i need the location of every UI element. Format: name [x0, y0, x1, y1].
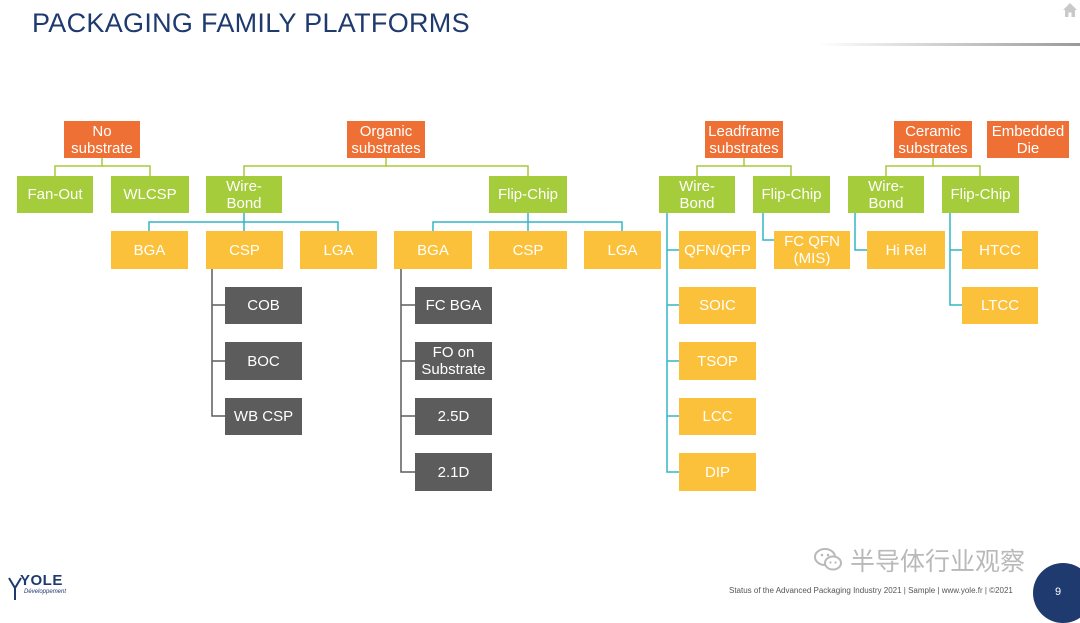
- wlcsp-node: WLCSP: [111, 176, 189, 213]
- slide: PACKAGING FAMILY PLATFORMS: [6, 2, 1080, 623]
- organic-wire-bond-node: Wire- Bond: [206, 176, 282, 213]
- ceramic-substrates-node: Ceramic substrates: [894, 121, 972, 158]
- watermark-text: 半导体行业观察: [850, 547, 1026, 576]
- organic-fc-bga-node: BGA: [394, 231, 472, 269]
- boc-node: BOC: [225, 342, 302, 380]
- yole-logo: YOLE Développement: [6, 570, 96, 604]
- qfn-qfp-node: QFN/QFP: [679, 231, 756, 269]
- wechat-icon: [814, 548, 842, 571]
- organic-fc-csp-node: CSP: [489, 231, 567, 269]
- fan-out-node: Fan-Out: [17, 176, 93, 213]
- leadframe-substrates-node: Leadframe substrates: [705, 121, 783, 158]
- organic-flip-chip-node: Flip-Chip: [489, 176, 567, 213]
- footer-text: Status of the Advanced Packaging Industr…: [729, 586, 1013, 595]
- organic-substrates-node: Organic substrates: [347, 121, 425, 158]
- organic-wb-lga-node: LGA: [300, 231, 377, 269]
- leadframe-wire-bond-node: Wire- Bond: [659, 176, 735, 213]
- htcc-node: HTCC: [962, 231, 1038, 269]
- embedded-die-node: Embedded Die: [987, 121, 1069, 158]
- leadframe-flip-chip-node: Flip-Chip: [753, 176, 830, 213]
- page-title: PACKAGING FAMILY PLATFORMS: [32, 8, 470, 38]
- wb-csp-node: WB CSP: [225, 398, 302, 435]
- soic-node: SOIC: [679, 287, 756, 324]
- logo-subtext: Développement: [24, 589, 67, 595]
- 2-5d-node: 2.5D: [415, 398, 492, 435]
- page-number: 9: [1055, 586, 1062, 598]
- ltcc-node: LTCC: [962, 287, 1038, 324]
- watermark: 半导体行业观察: [812, 543, 1025, 577]
- 2-1d-node: 2.1D: [415, 453, 492, 491]
- logo-text: YOLE: [20, 572, 63, 589]
- organic-wb-bga-node: BGA: [111, 231, 188, 269]
- fc-bga-node: FC BGA: [415, 287, 492, 324]
- organic-fc-lga-node: LGA: [584, 231, 661, 269]
- ceramic-flip-chip-node: Flip-Chip: [942, 176, 1019, 213]
- yole-logo-mark-icon: [8, 577, 22, 600]
- connector-lines: [54, 158, 981, 473]
- fc-qfn-mis-node: FC QFN (MIS): [774, 231, 850, 269]
- title-rule: [818, 43, 1080, 46]
- fo-on-substrate-node: FO on Substrate: [415, 342, 492, 380]
- dip-node: DIP: [679, 453, 756, 491]
- ceramic-wire-bond-node: Wire- Bond: [848, 176, 924, 213]
- home-icon[interactable]: [1062, 2, 1078, 18]
- tsop-node: TSOP: [679, 342, 756, 380]
- lcc-node: LCC: [679, 398, 756, 435]
- hi-rel-node: Hi Rel: [867, 231, 945, 269]
- organic-wb-csp-node: CSP: [206, 231, 283, 269]
- cob-node: COB: [225, 287, 302, 324]
- no-substrate-node: No substrate: [64, 121, 140, 158]
